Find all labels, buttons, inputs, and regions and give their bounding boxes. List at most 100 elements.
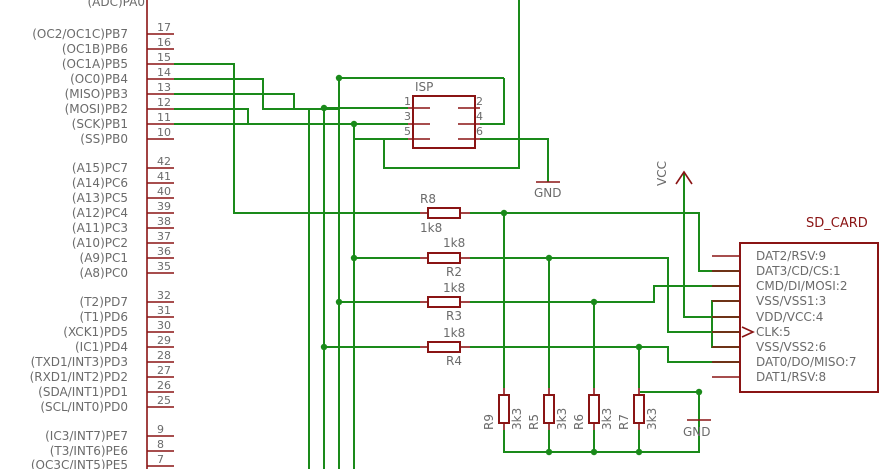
wire-vss: [711, 300, 740, 348]
mcu-symbol: (ADC)PA0 (OC2/OC1C)PB7 17 (OC1B)PB6 16 (…: [30, 0, 174, 469]
wire-isp-pin4: [480, 78, 505, 125]
mcu-pin-label: (T1)PD6: [80, 310, 128, 324]
mcu-pin-9: (IC3/INT7)PE7 9: [45, 423, 174, 443]
mcu-pin-number: 11: [157, 111, 171, 124]
mcu-pin-10: (SS)PB0 10: [80, 126, 174, 146]
sd-pin-label: VSS/VSS1:3: [756, 294, 826, 308]
mcu-pin-label: (OC0)PB4: [70, 72, 128, 86]
isp-pin-2: 2: [476, 95, 483, 108]
mcu-pin-26: (SDA/INT1)PD1 26: [38, 379, 174, 399]
wire-r4-miso: [470, 346, 740, 363]
mcu-pin-13: (MISO)PB3 13: [65, 81, 174, 101]
sd-pin-label: CMD/DI/MOSI:2: [756, 279, 847, 293]
mcu-pin-number: 42: [157, 155, 171, 168]
vcc-label: VCC: [655, 161, 669, 186]
mcu-pin-number: 12: [157, 96, 171, 109]
mcu-pin-number: 25: [157, 394, 171, 407]
gnd-label: GND: [534, 186, 562, 200]
wire-pb3: [174, 93, 310, 110]
junctions: [320, 74, 703, 456]
mcu-pin-label: (OC3C/INT5)PE5: [31, 458, 128, 469]
mcu-pin-label: (A9)PC1: [80, 251, 128, 265]
mcu-pin-number: 35: [157, 260, 171, 273]
mcu-pin-35: (A8)PC0 35: [80, 260, 174, 280]
mcu-pin-15: (OC1A)PB5 15: [62, 51, 174, 71]
sd-pin-label: VSS/VSS2:6: [756, 340, 826, 354]
isp-pin-3: 3: [404, 110, 411, 123]
mcu-pin-label: (A11)PC3: [72, 221, 128, 235]
resistor-name: R5: [527, 414, 541, 430]
mcu-pin-32: (T2)PD7 32: [80, 289, 174, 309]
resistor-r2: 1k8 R2: [420, 236, 470, 279]
mcu-pin-28: (TXD1/INT3)PD3 28: [31, 349, 174, 369]
resistor-name: R7: [617, 414, 631, 430]
mcu-pin-label-top: (ADC)PA0: [87, 0, 145, 9]
mcu-pin-31: (T1)PD6 31: [80, 304, 174, 324]
mcu-pin-16: (OC1B)PB6 16: [62, 36, 174, 56]
mcu-pin-label: (RXD1/INT2)PD2: [30, 370, 128, 384]
wire-isp-loop: [383, 0, 520, 169]
mcu-pin-36: (A9)PC1 36: [80, 245, 174, 265]
mcu-pin-number: 29: [157, 334, 171, 347]
sd-pin-label: VDD/VCC:4: [756, 310, 823, 324]
mcu-pin-number: 16: [157, 36, 171, 49]
isp-pin-4: 4: [476, 110, 483, 123]
vcc-symbol: VCC: [655, 161, 693, 186]
resistor-name: R4: [446, 354, 462, 368]
mcu-pin-label: (A13)PC5: [72, 191, 128, 205]
wire-vcc: [683, 172, 740, 318]
mcu-pin-30: (XCK1)PD5 30: [63, 319, 174, 339]
mcu-pin-number: 39: [157, 200, 171, 213]
mcu-pin-number: 15: [157, 51, 171, 64]
isp-name: ISP: [415, 80, 433, 94]
mcu-pin-number: 27: [157, 364, 171, 377]
mcu-pin-label: (SDA/INT1)PD1: [38, 385, 128, 399]
mcu-pin-number: 7: [157, 453, 164, 466]
mcu-pin-17: (OC2/OC1C)PB7 17: [32, 21, 174, 41]
mcu-pin-number: 36: [157, 245, 171, 258]
sd-card-title: SD_CARD: [806, 216, 868, 231]
sd-pin-label: DAT2/RSV:9: [756, 249, 826, 263]
mcu-pin-14: (OC0)PB4 14: [70, 66, 174, 86]
resistor-r7: R7 3k3: [617, 388, 659, 430]
mcu-pin-number: 40: [157, 185, 171, 198]
resistor-r4: 1k8 R4: [420, 326, 470, 368]
sd-pin-label: DAT1/RSV:8: [756, 370, 826, 384]
mcu-pin-7: (OC3C/INT5)PE5 7: [31, 453, 174, 469]
mcu-pin-number: 28: [157, 349, 171, 362]
mcu-pin-29: (IC1)PD4 29: [75, 334, 174, 354]
sd-pin-label: DAT0/DO/MISO:7: [756, 355, 856, 369]
isp-body: [412, 95, 476, 149]
mcu-pin-label: (A15)PC7: [72, 161, 128, 175]
resistor-r5: R5 3k3: [527, 388, 569, 430]
mcu-pin-number: 37: [157, 230, 171, 243]
sd-card: SD_CARD DAT2/RSV:9 DAT3/CD/CS:1 CMD/DI/M…: [712, 216, 879, 393]
resistor-value: 1k8: [420, 221, 442, 235]
mcu-pin-label: (A10)PC2: [72, 236, 128, 250]
resistor-value: 3k3: [555, 408, 569, 430]
mcu-pin-label: (SCL/INT0)PD0: [40, 400, 128, 414]
resistor-r9: R9 3k3: [482, 388, 524, 430]
mcu-pin-label: (TXD1/INT3)PD3: [31, 355, 128, 369]
mcu-pin-label: (A8)PC0: [80, 266, 128, 280]
mcu-pin-number: 32: [157, 289, 171, 302]
resistor-r6: R6 3k3: [572, 388, 614, 430]
mcu-pin-label: (MOSI)PB2: [65, 102, 128, 116]
resistor-name: R8: [420, 192, 436, 206]
wire-r8-cs: [470, 212, 740, 272]
mcu-pin-label: (MISO)PB3: [65, 87, 128, 101]
mcu-pin-label: (A14)PC6: [72, 176, 128, 190]
wire-pb5-r8: [174, 63, 420, 214]
mcu-pin-label: (IC3/INT7)PE7: [45, 429, 128, 443]
mcu-pin-37: (A10)PC2 37: [72, 230, 174, 250]
isp-pin-1: 1: [404, 95, 411, 108]
mcu-pin-label: (T3/INT6)PE6: [50, 444, 128, 458]
sd-pin-label: CLK:5: [756, 325, 791, 339]
mcu-pin-label: (T2)PD7: [80, 295, 128, 309]
mcu-pin-label: (SS)PB0: [80, 132, 128, 146]
mcu-pin-27: (RXD1/INT2)PD2 27: [30, 364, 174, 384]
isp-pin-5: 5: [404, 125, 411, 138]
resistor-value: 3k3: [645, 408, 659, 430]
resistor-name: R3: [446, 309, 462, 323]
mcu-pin-number: 14: [157, 66, 171, 79]
